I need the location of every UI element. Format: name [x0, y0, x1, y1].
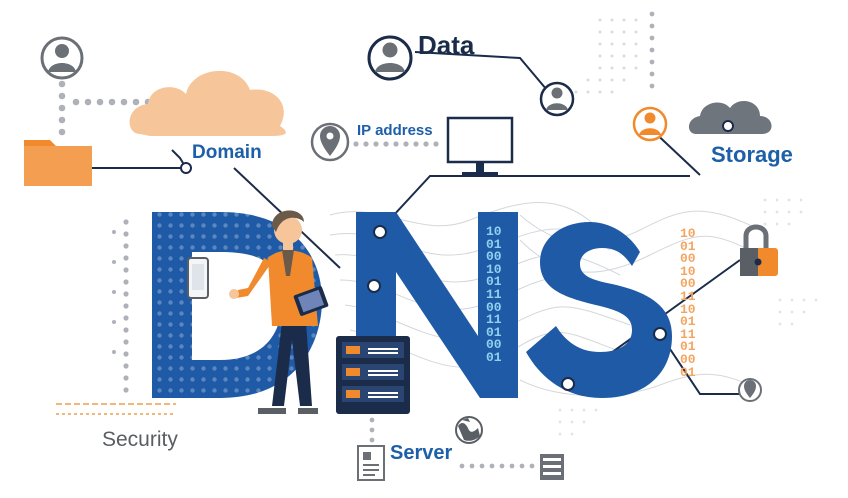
dot-field-top: [574, 18, 638, 94]
folder-icon: [24, 140, 92, 186]
binary-digit: 01: [680, 238, 696, 254]
binary-digit: 00: [486, 337, 502, 353]
binary-digit: 10: [680, 263, 696, 279]
user-icon-small: [539, 81, 575, 117]
binary-digit: 10: [486, 224, 502, 239]
label-data: Data: [418, 30, 475, 60]
label-domain: Domain: [192, 142, 262, 163]
binary-digit: 11: [680, 326, 696, 342]
label-storage: Storage: [711, 142, 793, 167]
binary-digit: 01: [680, 364, 696, 380]
binary-digit: 11: [486, 312, 502, 328]
binary-digit: 01: [486, 349, 502, 365]
binary-digit: 01: [680, 314, 696, 330]
binary-digit: 00: [486, 299, 502, 315]
binary-digit: 00: [680, 251, 696, 267]
binary-digit: 01: [486, 324, 502, 340]
user-icon-top-left: [40, 36, 84, 80]
document-icon: [357, 445, 385, 481]
binary-digit: 00: [680, 351, 696, 367]
dot-field-bottom-right: [558, 408, 598, 436]
binary-digit: 10: [680, 226, 696, 241]
person-illustration: [229, 210, 329, 414]
binary-digit: 01: [486, 236, 502, 252]
binary-digit: 11: [486, 286, 502, 302]
padlock-icon: [740, 224, 778, 276]
storage-cloud-icon: [688, 101, 772, 134]
label-security: Security: [102, 428, 178, 451]
user-icon-data: [367, 35, 413, 81]
binary-digit: 00: [486, 249, 502, 265]
monitor-icon: [446, 116, 514, 176]
binary-digit: 01: [486, 274, 502, 290]
dot-field-right: [763, 198, 818, 326]
letter-n: [356, 212, 518, 398]
user-icon-orange: [632, 106, 668, 142]
cloud-icon: [129, 70, 286, 136]
location-pin-small-icon: [738, 378, 762, 402]
binary-digit: 10: [486, 261, 502, 277]
label-ip-address: IP address: [357, 122, 433, 139]
server-rack-icon: [336, 336, 410, 414]
location-pin-icon: [310, 122, 350, 162]
globe-icon: [455, 416, 483, 444]
dotted-guides: [58, 11, 655, 469]
binary-digit: 10: [680, 301, 696, 317]
server-small-icon: [540, 454, 564, 480]
label-server: Server: [390, 442, 453, 464]
security-dash-row: [56, 403, 176, 415]
binary-digit: 01: [680, 339, 696, 355]
binary-digit: 00: [680, 276, 696, 292]
tablet-icon: [187, 257, 209, 299]
letter-s: [526, 222, 672, 398]
binary-digit: 11: [680, 288, 696, 304]
